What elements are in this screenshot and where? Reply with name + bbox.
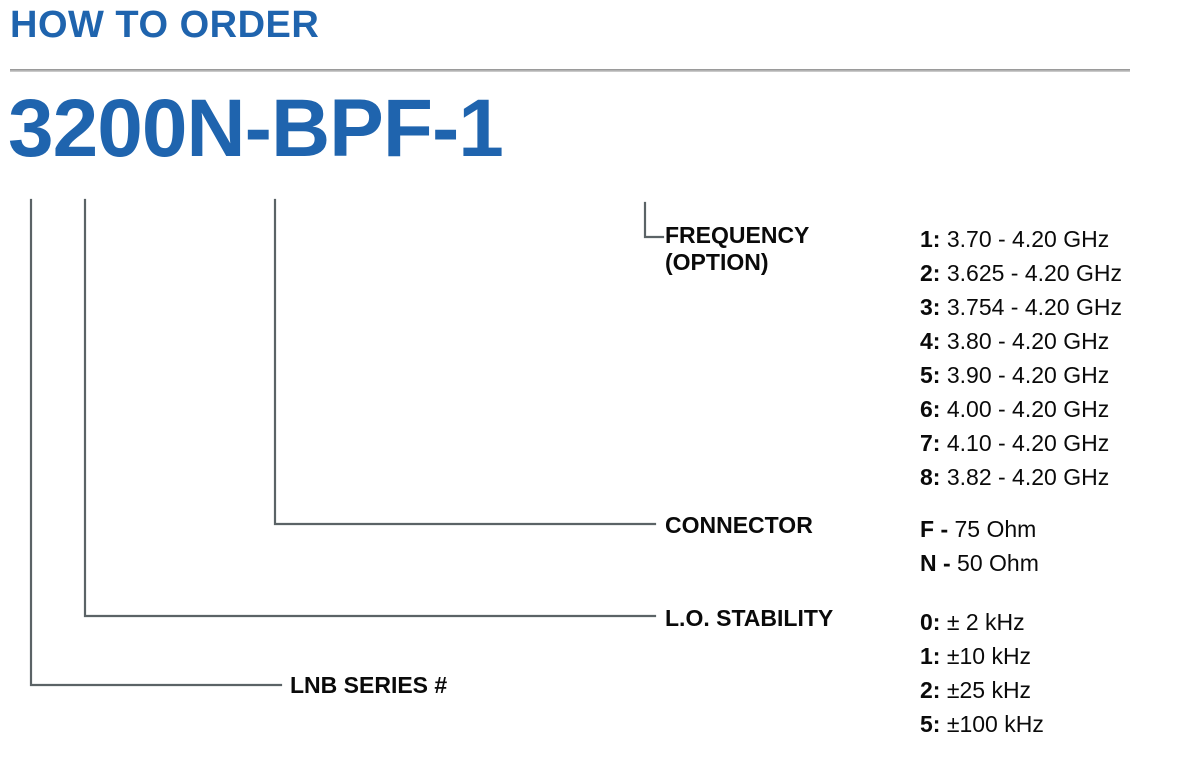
callout-option-value: 3.70 - 4.20 GHz	[940, 226, 1110, 252]
callout-option-row: 7: 4.10 - 4.20 GHz	[920, 426, 1122, 460]
callout-option-value: 3.82 - 4.20 GHz	[940, 464, 1110, 491]
callout-option-key: 2:	[920, 260, 941, 287]
callout-option-key: 2:	[920, 677, 941, 704]
callout-option-row: 2: ±25 kHz	[920, 673, 1044, 707]
callout-option-key: 4:	[920, 328, 941, 355]
callout-option-row: F - 75 Ohm	[920, 512, 1039, 546]
leader-line-lnb-series	[29, 198, 283, 687]
callout-option-row: 5: ±100 kHz	[920, 707, 1044, 741]
callout-option-key: 7:	[920, 430, 941, 457]
leader-line-lo-stability	[83, 198, 657, 618]
callout-option-value: ±10 kHz	[940, 643, 1032, 670]
callout-option-key: N -	[920, 550, 951, 577]
callout-option-row: 3: 3.754 - 4.20 GHz	[920, 290, 1122, 324]
callout-option-value: 50 Ohm	[950, 550, 1039, 577]
callout-option-row: 4: 3.80 - 4.20 GHz	[920, 324, 1122, 358]
callout-option-value: 3.80 - 4.20 GHz	[940, 328, 1110, 355]
callout-label-lo-stability: L.O. STABILITY	[665, 605, 834, 631]
callout-option-value: ± 2 kHz	[940, 609, 1025, 635]
callout-option-row: 5: 3.90 - 4.20 GHz	[920, 358, 1122, 392]
callout-label-lnb-series: LNB SERIES #	[290, 672, 448, 698]
callout-option-value: 4.10 - 4.20 GHz	[940, 430, 1110, 457]
callout-option-key: F -	[920, 516, 949, 542]
callout-option-value: ±100 kHz	[940, 711, 1044, 738]
callout-option-row: 0: ± 2 kHz	[920, 605, 1044, 639]
callout-option-value: ±25 kHz	[940, 677, 1032, 704]
leader-line-frequency	[643, 201, 665, 239]
callout-option-row: 2: 3.625 - 4.20 GHz	[920, 256, 1122, 290]
callout-label-connector: CONNECTOR	[665, 512, 813, 538]
title-divider	[10, 69, 1130, 72]
callout-option-row: 1: 3.70 - 4.20 GHz	[920, 222, 1122, 256]
callout-option-value: 3.754 - 4.20 GHz	[940, 294, 1122, 321]
callout-option-value: 4.00 - 4.20 GHz	[940, 396, 1110, 423]
callout-option-key: 5:	[920, 362, 941, 389]
callout-option-key: 5:	[920, 711, 941, 738]
callout-option-key: 1:	[920, 643, 941, 670]
callout-option-key: 1:	[920, 226, 941, 252]
callout-option-key: 0:	[920, 609, 941, 635]
callout-option-value: 3.625 - 4.20 GHz	[940, 260, 1122, 287]
callout-option-row: N - 50 Ohm	[920, 546, 1039, 580]
callout-option-key: 8:	[920, 464, 941, 491]
callout-option-row: 8: 3.82 - 4.20 GHz	[920, 460, 1122, 494]
callout-option-value: 3.90 - 4.20 GHz	[940, 362, 1110, 389]
part-number: 3200N-BPF-1	[8, 83, 504, 174]
callout-option-row: 6: 4.00 - 4.20 GHz	[920, 392, 1122, 426]
callout-option-row: 1: ±10 kHz	[920, 639, 1044, 673]
callout-option-value: 75 Ohm	[948, 516, 1037, 542]
leader-line-connector	[273, 198, 657, 526]
callout-option-key: 3:	[920, 294, 941, 321]
page-title: HOW TO ORDER	[10, 4, 320, 46]
callout-label-frequency: FREQUENCY (OPTION)	[665, 222, 810, 276]
callout-option-key: 6:	[920, 396, 941, 423]
